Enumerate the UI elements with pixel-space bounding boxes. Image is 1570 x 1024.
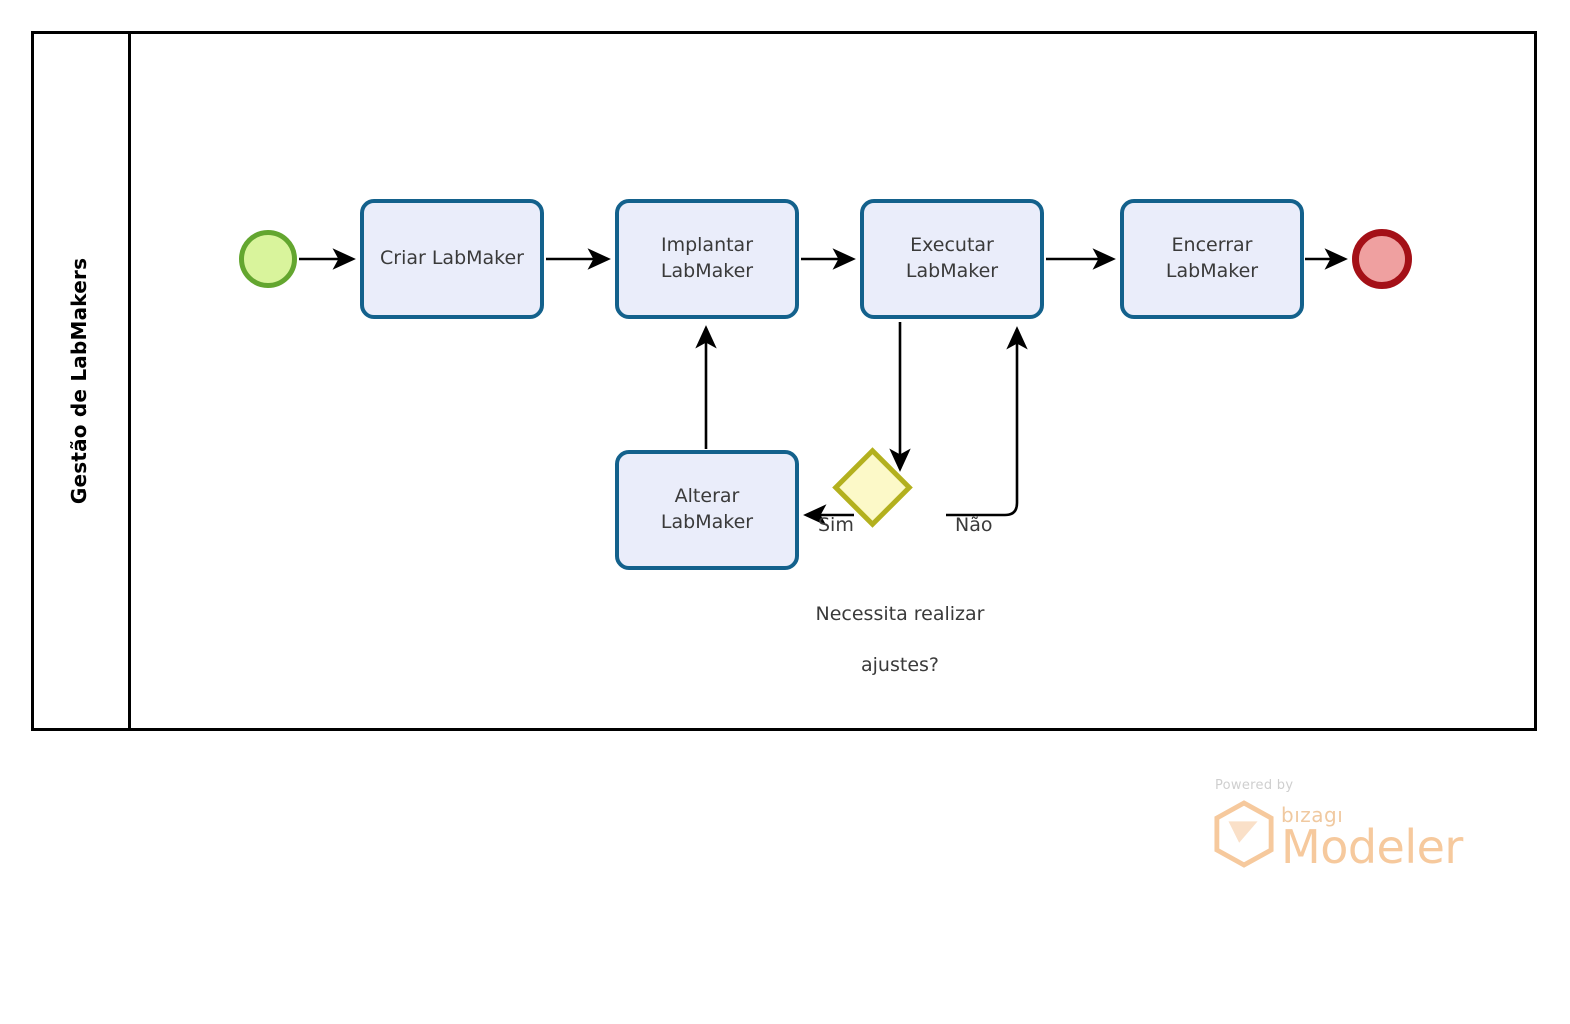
bizagi-hexagon-icon [1214,800,1274,868]
gateway-label: Necessita realizar ajustes? [790,576,1010,704]
start-event[interactable] [239,230,297,288]
powered-by-label: Powered by [1215,778,1294,793]
gateway-label-line2: ajustes? [861,653,939,676]
gateway-label-line1: Necessita realizar [815,602,985,625]
task-criar-labmaker[interactable]: Criar LabMaker [360,199,544,319]
lane-title: Gestão de LabMakers [67,257,92,505]
lane-header: Gestão de LabMakers [31,31,131,731]
process-pool [31,31,1537,731]
end-event[interactable] [1352,229,1412,289]
task-label: Criar LabMaker [379,247,524,270]
bizagi-brand-text: bızagı [1281,803,1344,828]
flow-label-nao: Não [955,514,993,536]
flow-label-sim: Sim [818,514,854,536]
bizagi-wordmark: bızagı Modeler [1281,805,1463,870]
bizagi-footer: Powered by bızagı Modeler [1213,778,1473,873]
bizagi-logo: bızagı Modeler [1213,800,1463,870]
modeler-product-text: Modeler [1281,820,1463,875]
